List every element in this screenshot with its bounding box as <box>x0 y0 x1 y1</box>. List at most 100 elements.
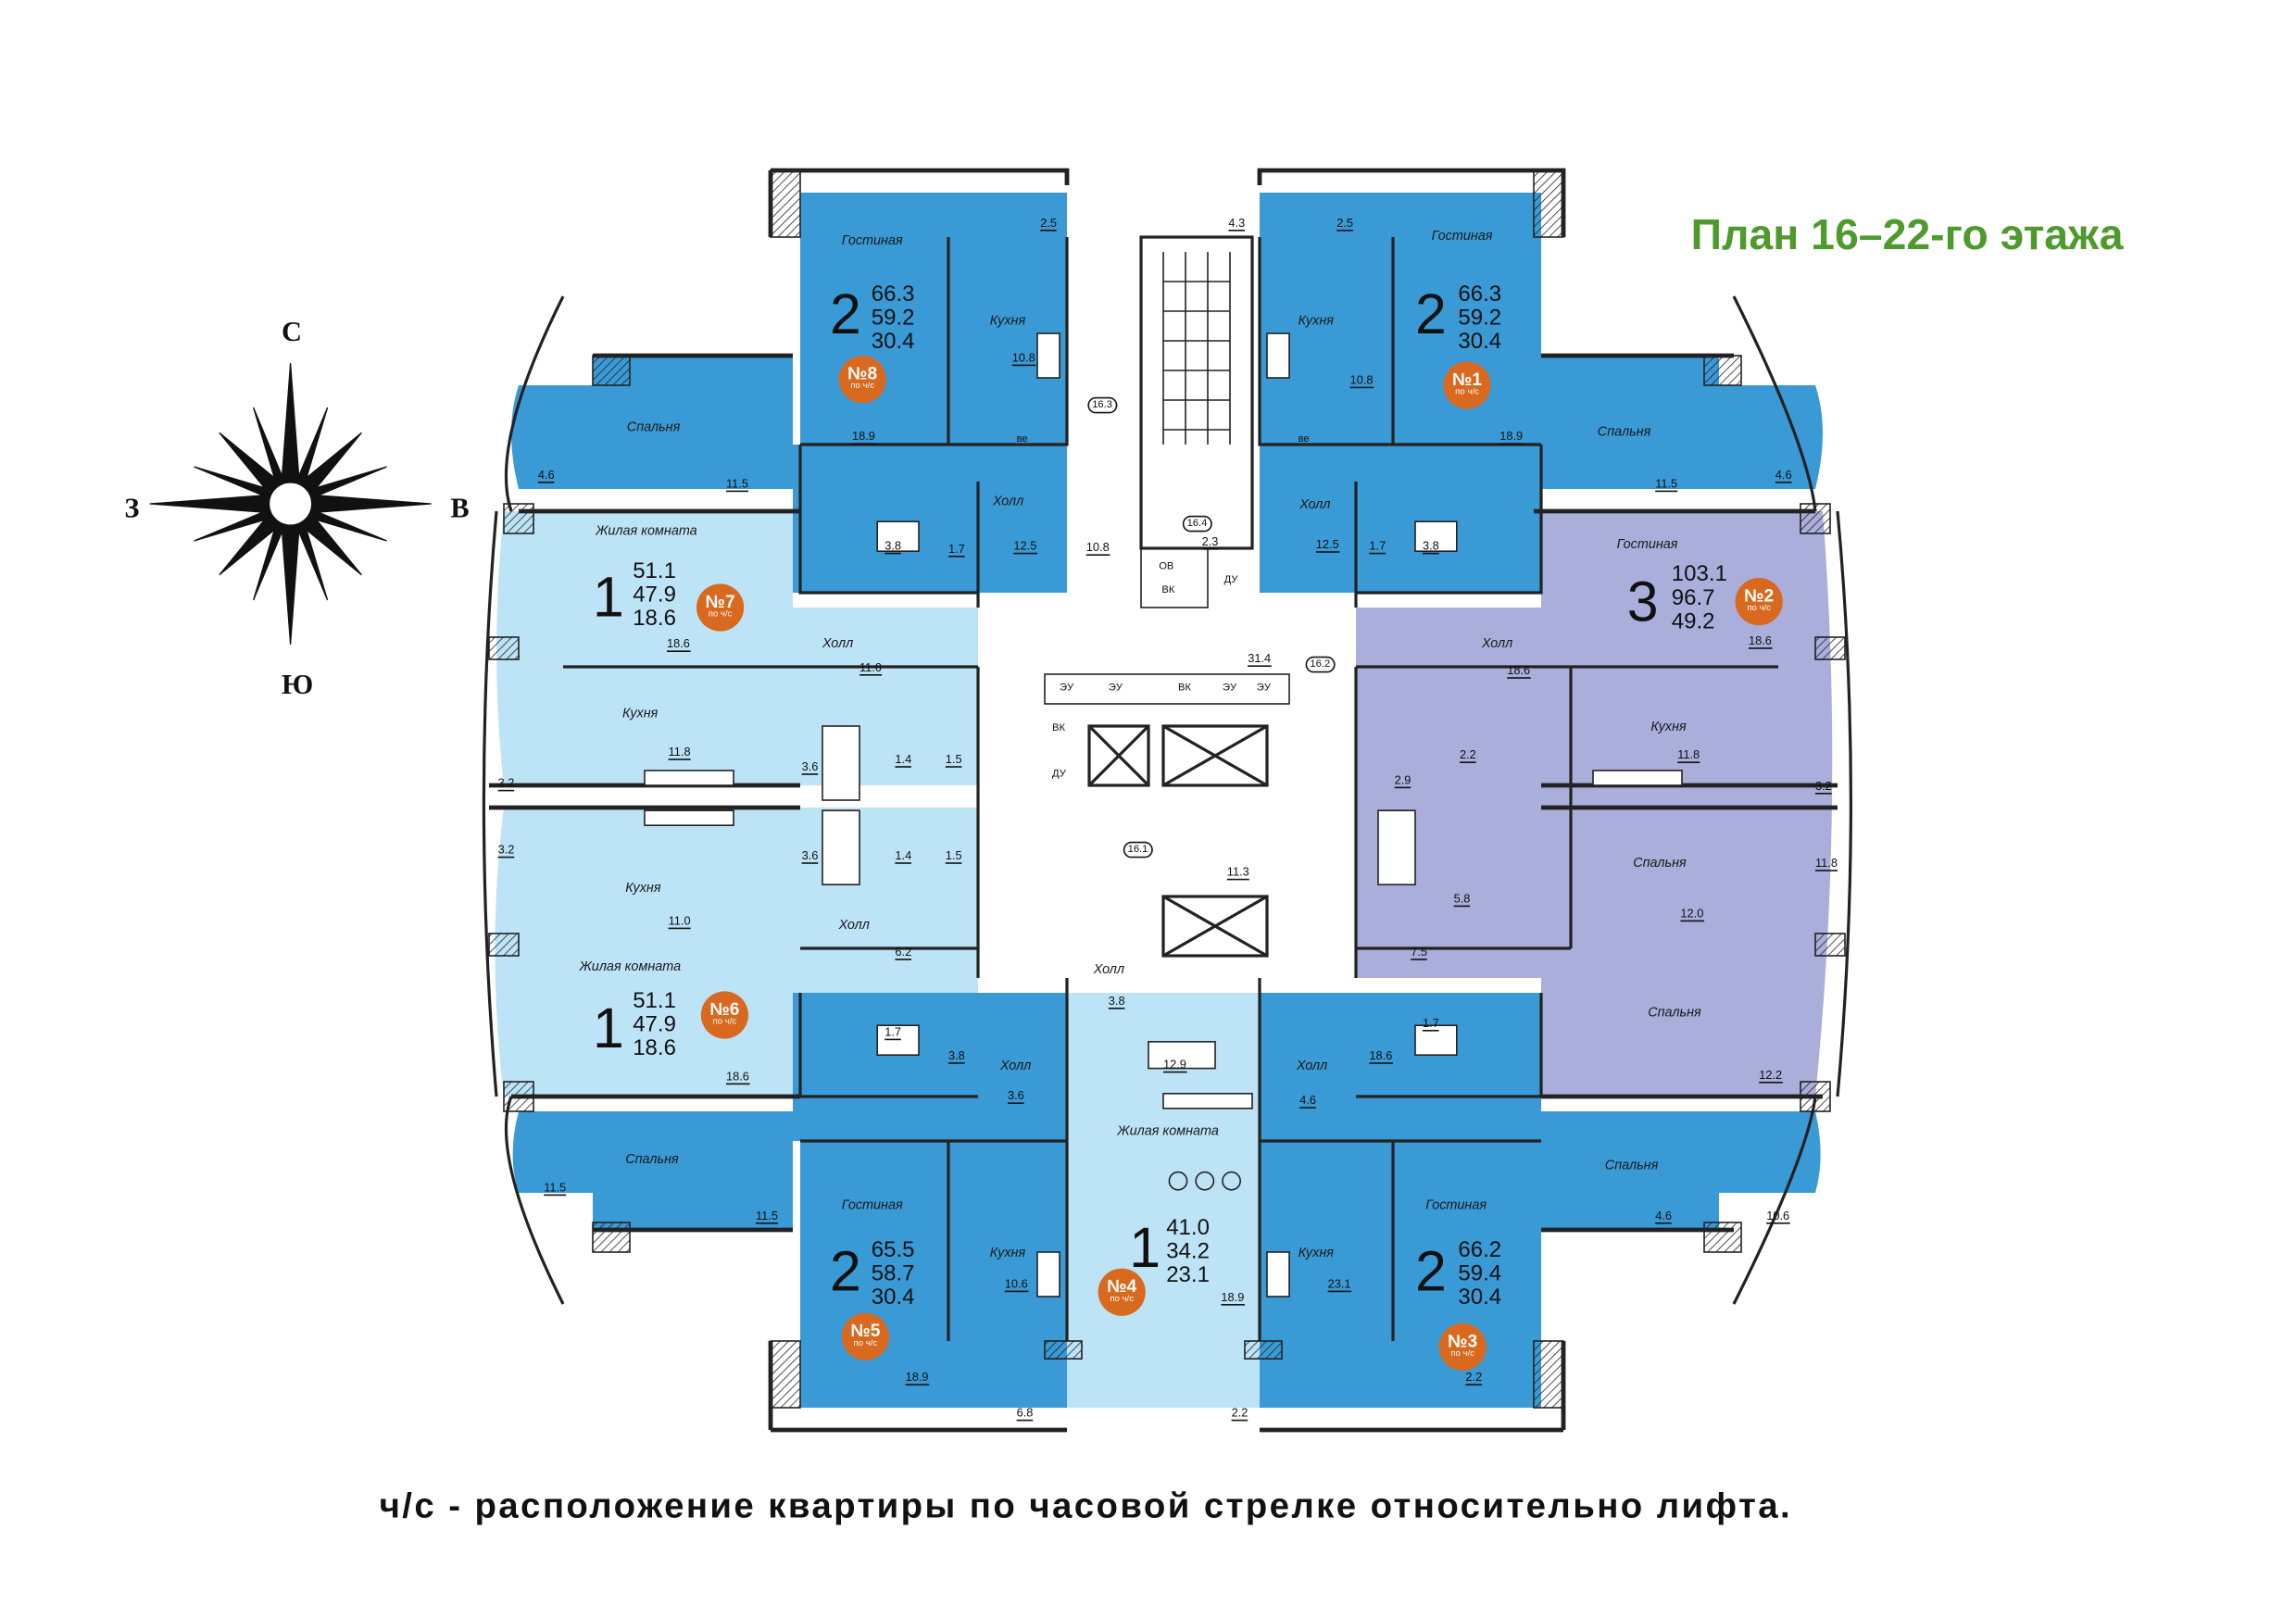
room-label: Гостиная <box>1425 1197 1487 1212</box>
room-area: 11.8 <box>668 745 691 760</box>
room-area: 1.7 <box>1423 1016 1439 1032</box>
room-area: 12.5 <box>1315 537 1339 553</box>
service-label: ДУ <box>1223 574 1238 585</box>
room-label: Спальня <box>626 419 681 434</box>
service-label: ВК <box>1052 722 1065 733</box>
room-area: 1.7 <box>885 1025 901 1041</box>
room-label: Холл <box>1093 961 1125 977</box>
apt2-rooms: 3 <box>1626 571 1659 634</box>
elevator-hall <box>978 593 1356 993</box>
apt8-rooms: 2 <box>830 284 861 347</box>
service-label: ЭУ <box>1108 683 1123 694</box>
room-area: 3.8 <box>1423 539 1439 555</box>
room-area: 12.5 <box>1013 539 1037 555</box>
room-area: 18.6 <box>726 1070 749 1085</box>
room-area: 10.8 <box>1011 351 1035 367</box>
room-label: Кухня <box>622 705 659 721</box>
room-label: Спальня <box>625 1151 679 1167</box>
room-area: 1.4 <box>895 752 912 768</box>
room-area: 1.5 <box>945 752 962 768</box>
room-area: 11.8 <box>1677 748 1700 763</box>
room-label: Спальня <box>1604 1157 1659 1172</box>
room-area: 12.2 <box>1759 1068 1783 1084</box>
room-area: 3.2 <box>1815 779 1832 795</box>
room-label: Кухня <box>989 1245 1026 1260</box>
room-label: Кухня <box>1298 1245 1334 1260</box>
room-area: 10.8 <box>1349 373 1374 389</box>
room-area: 16.3 <box>1087 396 1117 414</box>
room-area: 4.6 <box>537 468 555 483</box>
page-title: План 16–22-го этажа <box>1690 211 2124 259</box>
room-area: 12.0 <box>1680 907 1704 922</box>
room-area: 10.6 <box>1766 1209 1790 1224</box>
service-label: ЭУ <box>1060 683 1074 694</box>
room-area: 3.2 <box>497 776 515 792</box>
service-label: ДУ <box>1052 769 1066 780</box>
room-label: Кухня <box>1298 312 1334 328</box>
room-area: 5.8 <box>1453 892 1471 908</box>
room-label: Гостиная <box>1431 228 1493 244</box>
service-label: ве <box>1298 433 1310 445</box>
room-area: 18.6 <box>1369 1048 1393 1064</box>
room-label: Жилая комната <box>1117 1122 1219 1138</box>
room-area: 11.0 <box>859 660 882 676</box>
room-area: 18.6 <box>1749 633 1772 649</box>
compass-rose-icon <box>149 362 432 646</box>
room-area: 3.8 <box>885 539 901 555</box>
service-label: ве <box>1016 433 1028 445</box>
room-area: 18.6 <box>667 637 690 652</box>
apartment-2-area <box>1356 511 1833 1097</box>
apartment-5-area <box>512 993 1067 1408</box>
room-area: 3.8 <box>948 1048 965 1064</box>
room-area: 7.5 <box>1411 945 1427 960</box>
room-area: 11.0 <box>668 914 691 930</box>
apartment-7-area <box>496 511 978 785</box>
room-area: 6.2 <box>895 945 912 960</box>
apartment-3-area <box>1260 993 1821 1408</box>
room-area: 11.3 <box>1226 865 1249 881</box>
room-label: Холл <box>993 493 1024 508</box>
room-label: Жилая комната <box>579 959 682 974</box>
room-label: Кухня <box>989 312 1026 328</box>
room-area: 4.3 <box>1228 216 1246 232</box>
service-label: ЭУ <box>1223 683 1237 694</box>
room-label: Холл <box>1482 635 1513 651</box>
compass-west-label: З <box>124 493 140 525</box>
room-area: 3.6 <box>1008 1089 1024 1104</box>
room-label: Холл <box>1299 496 1331 511</box>
service-label: ЭУ <box>1256 683 1271 694</box>
room-label: Кухня <box>625 880 661 896</box>
apt6-rooms: 1 <box>593 998 624 1061</box>
room-area: 4.6 <box>1655 1209 1672 1224</box>
room-label: Спальня <box>1648 1004 1701 1020</box>
apt3-rooms: 2 <box>1415 1241 1447 1304</box>
room-area: 11.5 <box>756 1209 778 1224</box>
room-label: Холл <box>822 635 854 651</box>
room-area: 2.9 <box>1394 773 1411 789</box>
room-area: 12.9 <box>1163 1058 1186 1073</box>
footer-note: ч/с - расположение квартиры по часовой с… <box>379 1485 1793 1526</box>
room-area: 11.5 <box>544 1181 567 1197</box>
room-label: Холл <box>1000 1058 1032 1073</box>
compass-north-label: С <box>282 317 302 348</box>
room-area: 16.4 <box>1182 515 1212 533</box>
room-label: Гостиная <box>1616 536 1678 552</box>
room-area: 11.5 <box>726 477 748 493</box>
room-area: 18.9 <box>1499 430 1524 445</box>
room-label: Спальня <box>1597 423 1651 439</box>
apt4-rooms: 1 <box>1129 1218 1161 1281</box>
